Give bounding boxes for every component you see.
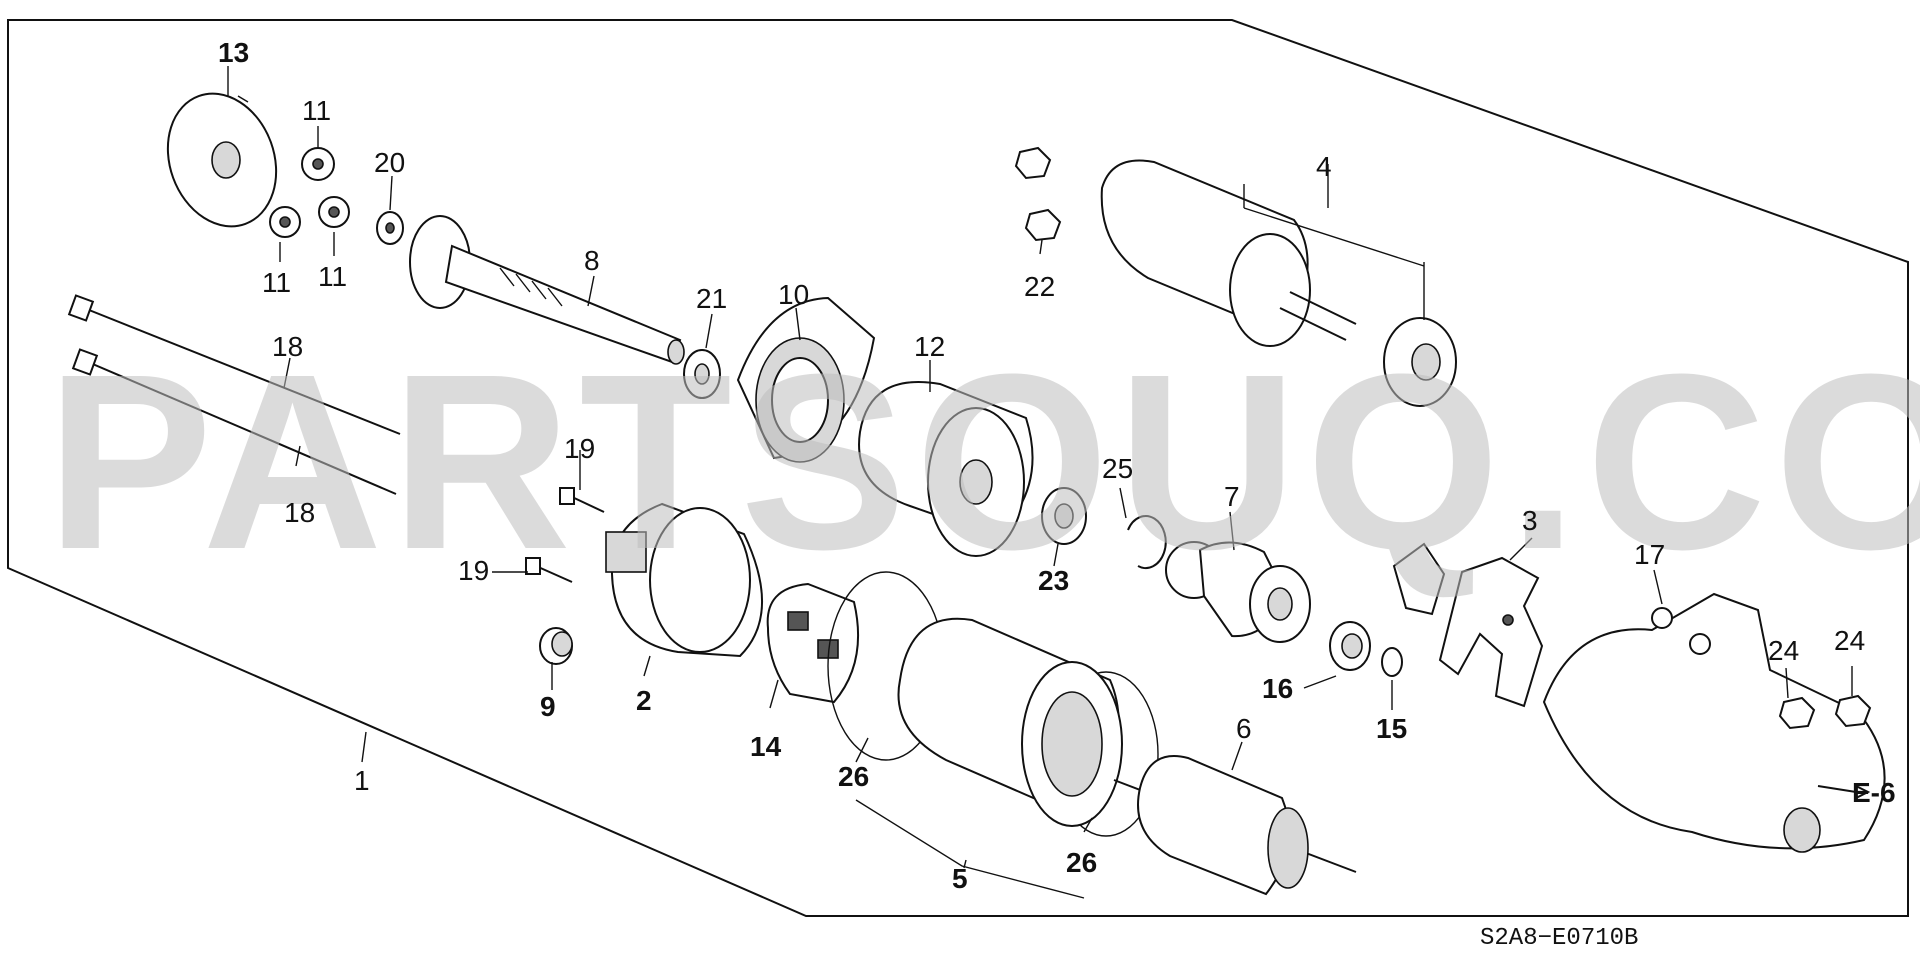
part-3-shift-lever — [1438, 556, 1544, 708]
callout-23: 23 — [1038, 565, 1069, 596]
callout-4: 4 — [1316, 151, 1332, 182]
callout-11a: 11 — [302, 95, 331, 126]
part-17-front-housing — [1542, 592, 1886, 853]
callout-15: 15 — [1376, 713, 1407, 744]
part-5-field-yoke — [897, 617, 1123, 827]
callout-2: 2 — [636, 685, 652, 716]
callout-24a: 24 — [1768, 635, 1799, 666]
callout-19a: 19 — [564, 433, 595, 464]
callout-10: 10 — [778, 279, 809, 310]
callout-12: 12 — [914, 331, 945, 362]
part-19-bolts — [525, 487, 605, 583]
leader-lines — [227, 66, 1871, 899]
callout-8: 8 — [584, 245, 600, 276]
callout-25: 25 — [1102, 453, 1133, 484]
part-8-shaft — [409, 215, 685, 365]
callout-9: 9 — [540, 691, 556, 722]
part-6-armature — [1113, 755, 1357, 896]
part-2-end-cover — [605, 502, 763, 658]
callout-18a: 18 — [272, 331, 303, 362]
callout-22: 22 — [1024, 271, 1055, 302]
callout-26a: 26 — [838, 761, 869, 792]
part-12-yoke — [858, 381, 1034, 557]
callout-16: 16 — [1262, 673, 1293, 704]
callout-1: 1 — [354, 765, 370, 796]
callout-6: 6 — [1236, 713, 1252, 744]
part-14-brush-holder — [766, 582, 860, 704]
part-4-solenoid — [1100, 159, 1457, 407]
callout-14: 14 — [750, 731, 782, 762]
callout-7: 7 — [1224, 481, 1240, 512]
callout-3: 3 — [1522, 505, 1538, 536]
callout-26b: 26 — [1066, 847, 1097, 878]
callout-13: 13 — [218, 37, 249, 68]
diagram-frame — [7, 19, 1909, 917]
part-11-planet-gears — [269, 147, 350, 238]
part-24-nut-a — [1778, 696, 1816, 730]
callout-5: 5 — [952, 863, 968, 894]
callout-11b: 11 — [262, 267, 291, 298]
callout-11c: 11 — [318, 261, 347, 292]
part-7-drive-clutch — [1165, 541, 1311, 643]
reference-e6[interactable]: E-6 — [1852, 777, 1896, 808]
callout-21: 21 — [696, 283, 727, 314]
part-25-clip — [1127, 515, 1167, 569]
diagram-code: S2A8−E0710B — [1480, 925, 1638, 952]
part-13-plate — [166, 92, 278, 228]
part-10-internal-gear — [736, 296, 876, 463]
part-15-ring — [1381, 647, 1403, 677]
callout-17: 17 — [1634, 539, 1665, 570]
callout-labels: 13 11 11 11 20 8 18 18 21 10 12 22 4 19 … — [218, 37, 1865, 894]
callout-19b: 19 — [458, 555, 489, 586]
part-24-nut-b — [1834, 694, 1872, 728]
part-18-through-bolts — [67, 294, 401, 495]
part-lever-holder — [1392, 542, 1446, 616]
callout-20: 20 — [374, 147, 405, 178]
part-22-nuts — [1014, 146, 1062, 242]
part-20-washer — [376, 211, 404, 245]
part-9-cap — [539, 627, 573, 665]
watermark: PARTSOUQ.COM — [46, 322, 1920, 601]
callout-24b: 24 — [1834, 625, 1865, 656]
callout-18b: 18 — [284, 497, 315, 528]
